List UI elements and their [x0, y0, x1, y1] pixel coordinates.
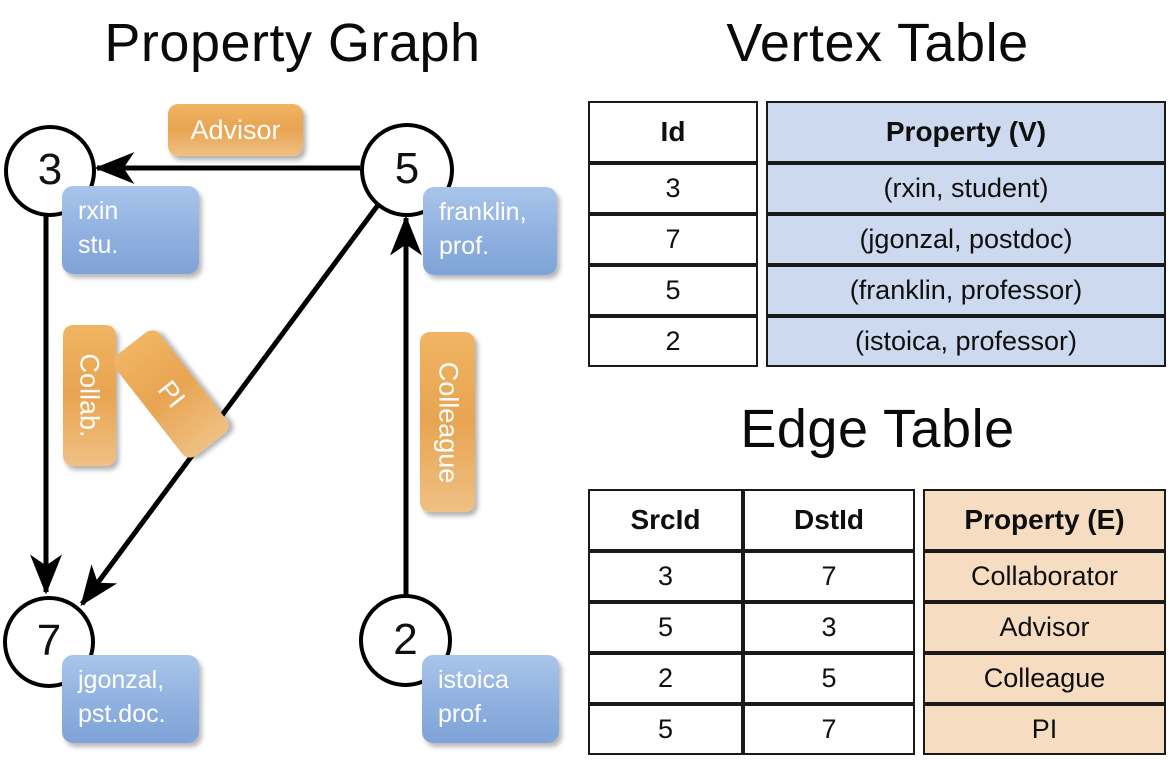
- edge-cell-srcid: 2: [588, 653, 743, 704]
- edge-table-column-gap: [915, 489, 923, 551]
- edge-table-header-property: Property (E): [923, 489, 1166, 551]
- edge-cell-dstid: 3: [743, 602, 915, 653]
- edge-table-header-dstid: DstId: [743, 489, 915, 551]
- graph-node-3-property: rxin stu.: [62, 186, 199, 274]
- edge-table-column-gap: [915, 704, 923, 755]
- table-row[interactable]: 3 (rxin, student): [588, 163, 1166, 214]
- vertex-table-column-gap: [758, 101, 766, 163]
- edge-cell-property: Collaborator: [923, 551, 1166, 602]
- table-row[interactable]: 7 (jgonzal, postdoc): [588, 214, 1166, 265]
- table-row[interactable]: 5 3 Advisor: [588, 602, 1166, 653]
- edge-cell-srcid: 3: [588, 551, 743, 602]
- graph-node-5-id: 5: [394, 144, 420, 193]
- vertex-cell-id: 5: [588, 265, 758, 316]
- edge-table-column-gap: [915, 653, 923, 704]
- edge-table: SrcId DstId Property (E) 3 7 Collaborato…: [588, 489, 1166, 755]
- property-graph-panel: Property Graph Advisor Collab. PI Collea…: [3, 13, 559, 743]
- vertex-table-header-id: Id: [588, 101, 758, 163]
- vertex-table-header-property: Property (V): [766, 101, 1166, 163]
- edge-cell-property: Advisor: [923, 602, 1166, 653]
- edge-cell-property: Colleague: [923, 653, 1166, 704]
- table-row[interactable]: 3 7 Collaborator: [588, 551, 1166, 602]
- edge-table-header-srcid: SrcId: [588, 489, 743, 551]
- graph-node-3-id: 3: [37, 145, 63, 194]
- graph-node-2-property: istoica prof.: [422, 655, 559, 743]
- graph-node-7-property: jgonzal, pst.doc.: [62, 655, 199, 743]
- edge-cell-dstid: 7: [743, 551, 915, 602]
- edge-label-collab-text: Collab.: [75, 353, 106, 438]
- vertex-cell-property: (rxin, student): [766, 163, 1166, 214]
- graph-node-5-property: franklin, prof.: [423, 187, 557, 275]
- page-title-property-graph: Property Graph: [104, 13, 481, 73]
- edge-5-to-7-pi: [79, 203, 381, 607]
- vertex-table-column-gap: [758, 265, 766, 316]
- vertex-cell-property: (franklin, professor): [766, 265, 1166, 316]
- edge-label-colleague-text: Colleague: [433, 361, 463, 483]
- edge-cell-srcid: 5: [588, 602, 743, 653]
- vertex-table-header-row: Id Property (V): [588, 101, 1166, 163]
- edge-label-pi-text: PI: [151, 374, 192, 413]
- edge-cell-dstid: 7: [743, 704, 915, 755]
- edge-table-column-gap: [915, 602, 923, 653]
- graph-node-2-id: 2: [393, 614, 418, 664]
- vertex-cell-id: 2: [588, 316, 758, 367]
- edge-label-advisor[interactable]: Advisor: [168, 104, 303, 156]
- vertex-cell-id: 7: [588, 214, 758, 265]
- vertex-cell-property: (jgonzal, postdoc): [766, 214, 1166, 265]
- table-row[interactable]: 5 (franklin, professor): [588, 265, 1166, 316]
- graph-node-7-id: 7: [36, 616, 62, 665]
- vertex-cell-id: 3: [588, 163, 758, 214]
- edge-label-advisor-text: Advisor: [190, 114, 281, 145]
- edge-cell-srcid: 5: [588, 704, 743, 755]
- page-title-edge-table: Edge Table: [740, 399, 1015, 459]
- graph-node-2[interactable]: 2: [359, 594, 452, 687]
- vertex-cell-property: (istoica, professor): [766, 316, 1166, 367]
- table-row[interactable]: 2 (istoica, professor): [588, 316, 1166, 367]
- vertex-table-column-gap: [758, 163, 766, 214]
- edge-table-column-gap: [915, 551, 923, 602]
- vertex-table: Id Property (V) 3 (rxin, student) 7 (jgo…: [588, 101, 1166, 367]
- vertex-table-column-gap: [758, 214, 766, 265]
- table-row[interactable]: 5 7 PI: [588, 704, 1166, 755]
- graph-edges-svg: [30, 152, 422, 607]
- table-row[interactable]: 2 5 Colleague: [588, 653, 1166, 704]
- edge-cell-property: PI: [923, 704, 1166, 755]
- edge-cell-dstid: 5: [743, 653, 915, 704]
- edge-label-collab[interactable]: Collab.: [63, 325, 116, 466]
- graph-node-5[interactable]: 5: [360, 123, 454, 217]
- vertex-table-column-gap: [758, 316, 766, 367]
- edge-label-colleague[interactable]: Colleague: [420, 332, 475, 512]
- edge-table-header-row: SrcId DstId Property (E): [588, 489, 1166, 551]
- page-title-vertex-table: Vertex Table: [726, 13, 1029, 73]
